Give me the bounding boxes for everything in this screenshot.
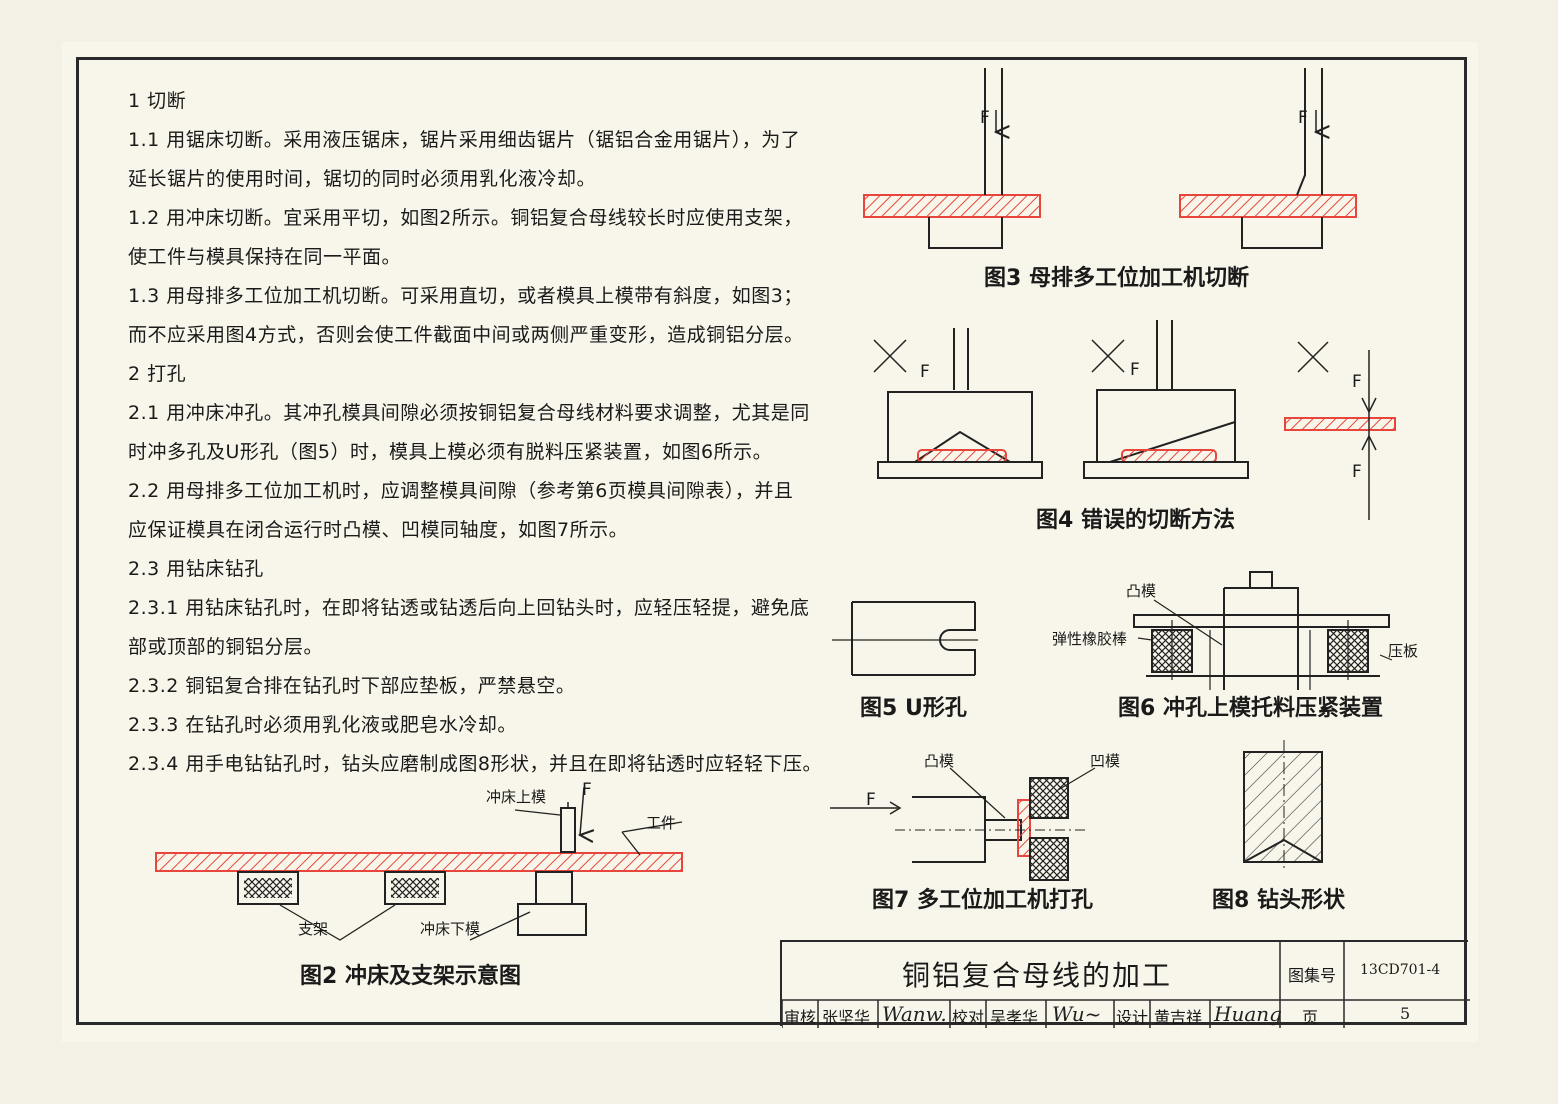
fig4-force-label: F <box>1352 462 1362 482</box>
figure-3-cutting <box>863 68 1357 249</box>
page-number: 5 <box>1400 1004 1411 1023</box>
figure-2-press-support <box>155 786 683 941</box>
fig8-caption: 图8 钻头形状 <box>1212 888 1345 913</box>
designer-name: 黄吉祥 <box>1154 1008 1203 1027</box>
fig6-caption: 图6 冲孔上模托料压紧装置 <box>1118 696 1383 721</box>
text-line: 2.3.4 用手电钻钻孔时，钻头应磨制成图8形状，并且在即将钻透时应轻轻下压。 <box>128 753 822 775</box>
fig4-force-label: F <box>920 362 930 382</box>
fig2-label-lower: 冲床下模 <box>420 920 481 938</box>
text-line: 2.1 用冲床冲孔。其冲孔模具间隙必须按铜铝复合母线材料要求调整，尤其是同 <box>128 402 810 424</box>
fig7-label-punch: 凸模 <box>924 752 955 770</box>
text-line: 2.3 用钻床钻孔 <box>128 558 264 580</box>
fig3-caption: 图3 母排多工位加工机切断 <box>984 266 1249 291</box>
text-line: 1.2 用冲床切断。宜采用平切，如图2所示。铜铝复合母线较长时应使用支架， <box>128 207 803 229</box>
fig6-label-rubber: 弹性橡胶棒 <box>1052 630 1128 648</box>
text-line: 2.3.1 用钻床钻孔时，在即将钻透或钻透后向上回钻头时，应轻压轻提，避免底 <box>128 597 810 619</box>
checker-signature: Wu~ <box>1052 1002 1102 1026</box>
drawing-frame <box>76 57 1467 1025</box>
text-line: 延长锯片的使用时间，锯切的同时必须用乳化液冷却。 <box>128 168 597 190</box>
fig6-label-punch: 凸模 <box>1126 582 1157 600</box>
figure-4-wrong-methods <box>873 320 1396 520</box>
reviewer-name: 张坚华 <box>822 1008 871 1027</box>
text-line: 而不应采用图4方式，否则会使工件截面中间或两侧严重变形，造成铜铝分层。 <box>128 324 804 346</box>
fig2-label-force: F <box>582 780 592 800</box>
check-label: 校对 <box>952 1008 985 1027</box>
fig6-label-plate: 压板 <box>1388 642 1419 660</box>
review-label: 审核 <box>784 1008 817 1027</box>
title-block-grid <box>782 942 1470 1028</box>
fig2-label-workpiece: 工件 <box>646 814 677 832</box>
text-line: 部或顶部的铜铝分层。 <box>128 636 324 658</box>
fig5-caption: 图5 U形孔 <box>860 696 967 721</box>
fig2-caption: 图2 冲床及支架示意图 <box>300 964 521 989</box>
page-label: 页 <box>1302 1008 1319 1027</box>
text-line: 1.1 用锯床切断。采用液压锯床，锯片采用细齿锯片（锯铝合金用锯片），为了 <box>128 129 801 151</box>
text-line: 1 切断 <box>128 90 187 112</box>
text-line: 时冲多孔及U形孔（图5）时，模具上模必须有脱料压紧装置，如图6所示。 <box>128 441 773 463</box>
checker-name: 吴孝华 <box>990 1008 1039 1027</box>
fig3-force-label: F <box>980 108 990 128</box>
reviewer-signature: Wanw. <box>882 1002 947 1026</box>
text-line: 2.3.3 在钻孔时必须用乳化液或肥皂水冷却。 <box>128 714 517 736</box>
text-line: 2.2 用母排多工位加工机时，应调整模具间隙（参考第6页模具间隙表），并且 <box>128 480 794 502</box>
text-line: 1.3 用母排多工位加工机切断。可采用直切，或者模具上模带有斜度，如图3； <box>128 285 803 307</box>
designer-signature: Huang <box>1214 1002 1282 1026</box>
figure-5-u-hole <box>832 601 978 676</box>
fig7-label-force: F <box>866 790 876 810</box>
drawing-title: 铜铝复合母线的加工 <box>902 959 1173 992</box>
fig2-label-upper: 冲床上模 <box>486 788 547 806</box>
design-label: 设计 <box>1116 1008 1149 1027</box>
text-line: 使工件与模具保持在同一平面。 <box>128 246 402 268</box>
atlas-label: 图集号 <box>1288 966 1337 985</box>
figure-8-drill-shape <box>1243 740 1323 868</box>
fig4-force-label: F <box>1130 360 1140 380</box>
title-block: 铜铝复合母线的加工 图集号 13CD701-4 审核 张坚华 Wanw. 校对 … <box>780 940 1470 1028</box>
text-line: 应保证模具在闭合运行时凸模、凹模同轴度，如图7所示。 <box>128 519 629 541</box>
fig7-label-die: 凹模 <box>1090 752 1121 770</box>
fig4-caption: 图4 错误的切断方法 <box>1036 508 1235 533</box>
fig3-force-label: F <box>1298 108 1308 128</box>
fig4-force-label: F <box>1352 372 1362 392</box>
figure-6-stripper-device <box>1133 571 1393 690</box>
atlas-number: 13CD701-4 <box>1360 962 1441 978</box>
fig2-label-support: 支架 <box>298 920 329 938</box>
text-line: 2.3.2 铜铝复合排在钻孔时下部应垫板，严禁悬空。 <box>128 675 576 697</box>
text-line: 2 打孔 <box>128 363 187 385</box>
instruction-text: 1 切断 1.1 用锯床切断。采用液压锯床，锯片采用细齿锯片（锯铝合金用锯片），… <box>128 82 822 784</box>
figure-7-multistation-punch <box>830 767 1096 881</box>
fig7-caption: 图7 多工位加工机打孔 <box>872 888 1093 913</box>
